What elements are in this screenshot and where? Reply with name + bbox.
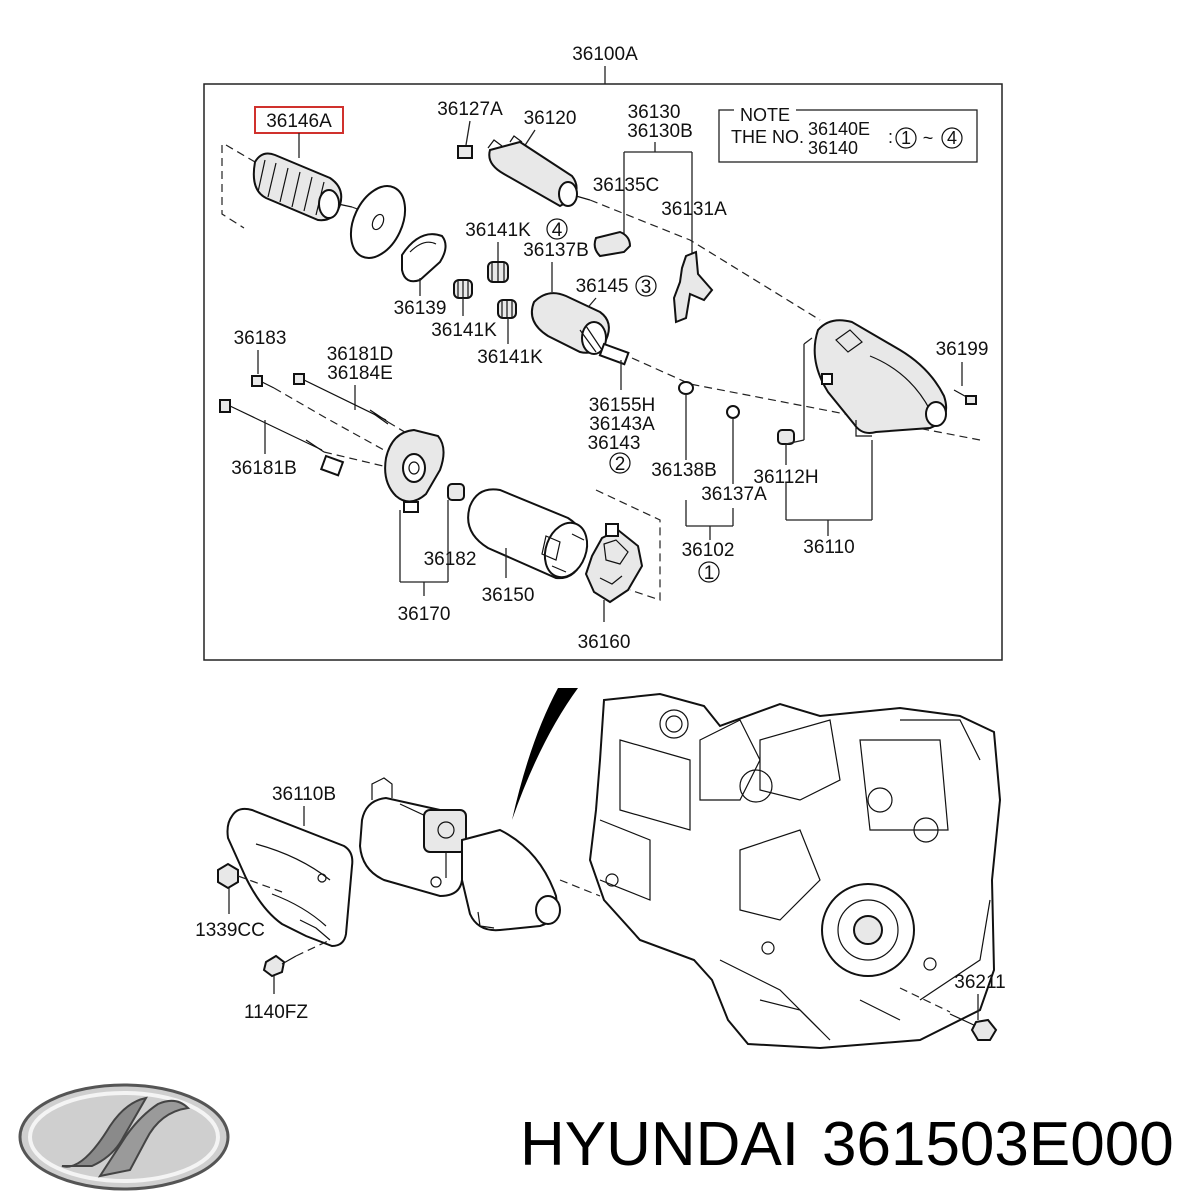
callout-circle-1 (698, 561, 720, 583)
nut-part-1339cc (217, 862, 239, 890)
callout-2: 2 (615, 454, 626, 475)
nut-guide (237, 875, 283, 893)
label-36138b: 36138B (651, 460, 717, 481)
callout-4: 4 (552, 220, 563, 241)
starter-motor-assembled (358, 777, 561, 932)
bracket-36102 (685, 394, 734, 540)
label-36211: 36211 (954, 972, 1005, 993)
bracket-36130 (623, 142, 693, 258)
callout-1: 1 (704, 563, 715, 584)
label-36160: 36160 (578, 632, 631, 653)
starter-guide (559, 879, 601, 897)
callout-circle-3 (635, 275, 657, 297)
label-1140fz: 1140FZ (244, 1002, 308, 1023)
label-36141k-mid: 36141K (431, 320, 497, 341)
washer-disc-part (349, 185, 407, 259)
label-36182: 36182 (424, 549, 477, 570)
hyundai-logo-icon (18, 1083, 230, 1191)
lever-part-36131a (672, 250, 714, 324)
assembly-label: 36100A (572, 44, 638, 65)
label-36170: 36170 (398, 604, 451, 625)
label-36127a: 36127A (437, 99, 503, 120)
note-box: NOTE THE NO. 36140E 36140 : 1 ~ 4 (718, 104, 978, 163)
note-line-prefix: THE NO. (731, 127, 804, 147)
note-range-start: 1 (901, 128, 911, 148)
armature-part (221, 144, 366, 229)
label-1339cc: 1339CC (195, 920, 265, 941)
brush-holder-guide (595, 489, 661, 601)
highlight-part-label: 36146A (266, 111, 332, 132)
note-part-b: 36140 (808, 138, 858, 158)
callout-3: 3 (641, 277, 652, 298)
label-36110: 36110 (803, 537, 854, 558)
front-housing-part-36110 (813, 319, 948, 437)
note-range-sep: ~ (923, 128, 934, 148)
label-36110b: 36110B (272, 784, 336, 805)
label-36145: 36145 (576, 276, 629, 297)
shield-part-36139 (401, 233, 447, 283)
bolt-guide-36211 (899, 987, 951, 1013)
zoom-wedge-pointer (512, 688, 578, 820)
bolt-part-1140fz (262, 954, 297, 978)
label-36130b: 36130B (627, 121, 693, 142)
bracket-36110 (785, 337, 873, 536)
label-36135c: 36135C (593, 175, 660, 196)
brand-name: HYUNDAI (520, 1110, 799, 1179)
bolt-guide (295, 939, 331, 957)
label-36120: 36120 (524, 108, 577, 129)
bracket-36170 (399, 500, 449, 596)
svg-text::: : (888, 127, 893, 147)
note-title: NOTE (740, 105, 790, 125)
label-36143a: 36143A (589, 414, 655, 435)
label-36131a: 36131A (661, 199, 727, 220)
nut-part-36127a (457, 145, 473, 159)
leader-36127a (465, 120, 471, 146)
bolt-part-36199 (953, 389, 977, 405)
label-36184e: 36184E (327, 363, 393, 384)
note-part-a: 36140E (808, 119, 870, 139)
label-36143: 36143 (588, 433, 641, 454)
label-36181d: 36181D (327, 344, 394, 365)
engine-block (588, 692, 1002, 1050)
plunger-part-36135c (593, 230, 632, 258)
label-36155h: 36155H (589, 395, 656, 416)
label-36183: 36183 (234, 328, 287, 349)
through-bolt-part-36181d (293, 373, 419, 441)
gear-part-36141k-bot (497, 299, 517, 319)
label-36102: 36102 (682, 540, 735, 561)
label-36112h: 36112H (753, 467, 818, 488)
label-36181b: 36181B (231, 458, 297, 479)
label-36150: 36150 (482, 585, 535, 606)
bush-part-36182 (447, 483, 465, 501)
label-36141k-top: 36141K (465, 220, 531, 241)
ring-parts (678, 381, 795, 445)
bolt-part-36211 (949, 1013, 998, 1041)
exploded-view-frame (203, 83, 1003, 661)
gear-part-36141k-mid (453, 279, 473, 299)
highlight-box (254, 106, 344, 134)
heat-shield-part-36110b (226, 807, 354, 948)
note-range-end: 4 (947, 128, 957, 148)
solenoid-part-36120 (487, 135, 821, 321)
label-36139: 36139 (394, 298, 447, 319)
label-36137b: 36137B (523, 240, 589, 261)
label-36141k-bot: 36141K (477, 347, 543, 368)
part-number: 361503E000 (822, 1110, 1174, 1179)
gear-part-36141k-top (487, 261, 509, 283)
label-36130: 36130 (628, 102, 681, 123)
callout-circle-2 (609, 452, 631, 474)
yoke-part-36150 (467, 488, 589, 580)
end-frame-part-36170 (319, 428, 445, 513)
callout-circle-4 (546, 218, 568, 240)
label-36137a: 36137A (701, 484, 767, 505)
brush-holder-part-36160 (584, 523, 644, 604)
label-36199: 36199 (936, 339, 989, 360)
